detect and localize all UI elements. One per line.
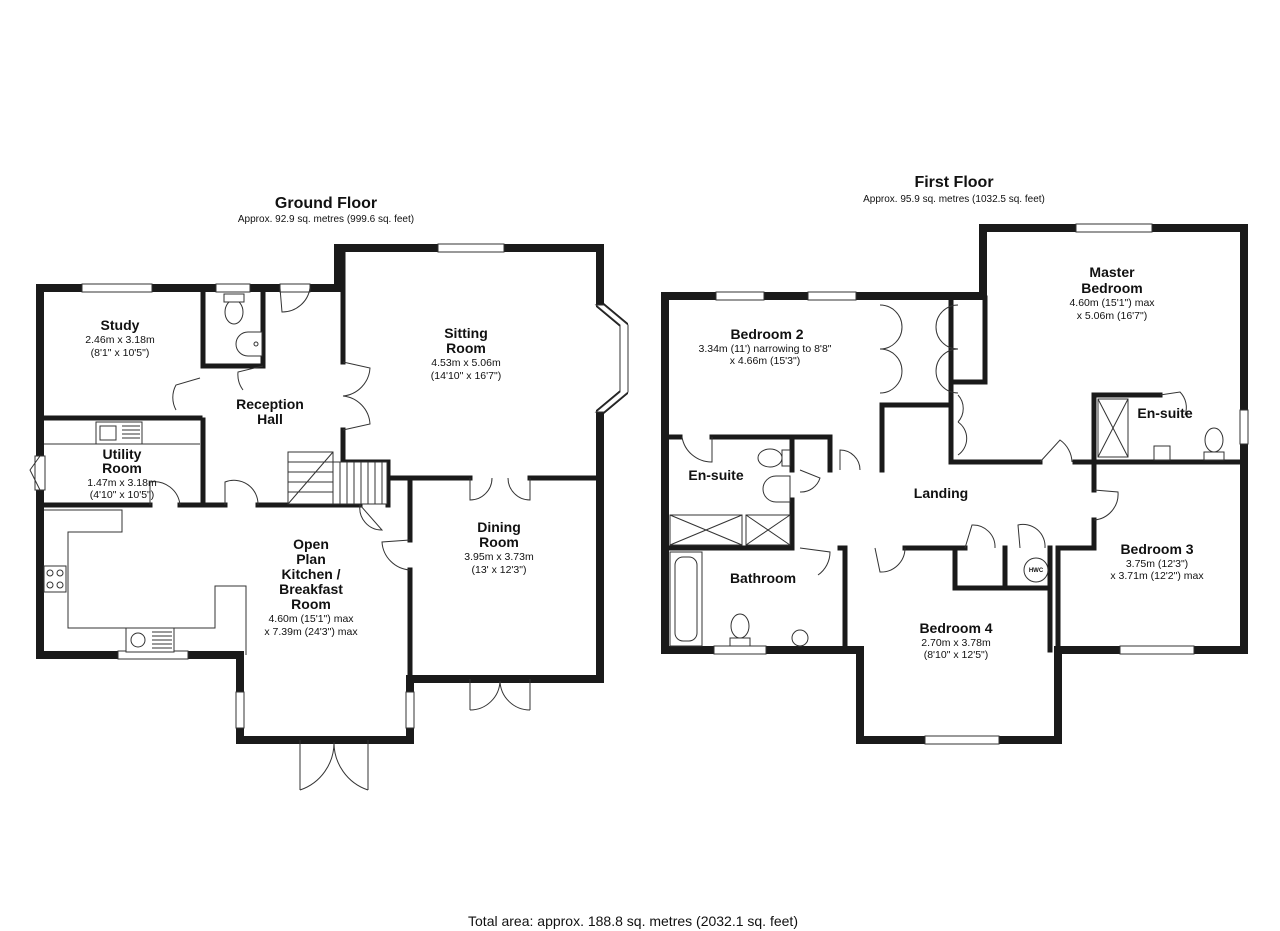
- room-dims: 1.47m x 3.18m: [87, 477, 157, 489]
- room-dims: 3.34m (11') narrowing to 8'8": [698, 343, 831, 355]
- ground-floor-doors: [29, 287, 531, 791]
- room-name: Room: [291, 596, 331, 612]
- room-reception-hall: Reception Hall: [236, 396, 304, 427]
- ground-floor-stairs: [287, 451, 388, 505]
- room-utility-room: Utility Room 1.47m x 3.18m (4'10" x 10'5…: [87, 446, 157, 501]
- room-dims: x 5.06m (16'7"): [1077, 310, 1148, 322]
- room-name: Sitting: [444, 325, 488, 341]
- room-name: Master: [1089, 264, 1135, 280]
- room-dims: 2.70m x 3.78m: [921, 637, 991, 649]
- room-dims: (8'1" x 10'5"): [91, 347, 150, 359]
- room-bedroom-4: Bedroom 4 2.70m x 3.78m (8'10" x 12'5"): [919, 620, 992, 661]
- room-name: Landing: [914, 485, 968, 501]
- room-name: Bathroom: [730, 570, 796, 586]
- room-name: Room: [479, 534, 519, 550]
- room-name: Plan: [296, 551, 326, 567]
- room-dims: 4.53m x 5.06m: [431, 357, 501, 369]
- room-name: Bedroom 2: [730, 326, 803, 342]
- ground-floor-area: Approx. 92.9 sq. metres (999.6 sq. feet): [238, 214, 414, 225]
- room-name: Bedroom 3: [1120, 541, 1193, 557]
- room-name: Room: [446, 340, 486, 356]
- room-dims: x 3.71m (12'2") max: [1110, 570, 1204, 582]
- room-name: Bedroom 4: [919, 620, 992, 636]
- first-floor-area: Approx. 95.9 sq. metres (1032.5 sq. feet…: [863, 194, 1045, 205]
- room-dims: x 7.39m (24'3") max: [264, 626, 358, 638]
- room-dims: 3.75m (12'3"): [1126, 558, 1188, 570]
- room-ensuite-master: En-suite: [1137, 405, 1192, 421]
- room-landing: Landing: [914, 485, 968, 501]
- room-master-bedroom: Master Bedroom 4.60m (15'1") max x 5.06m…: [1069, 264, 1155, 322]
- room-name: Dining: [477, 519, 521, 535]
- room-bathroom: Bathroom: [730, 570, 796, 586]
- room-dims: (14'10" x 16'7"): [431, 370, 501, 382]
- ensuite-side-window: [1239, 409, 1249, 445]
- room-dims: 4.60m (15'1") max: [1069, 297, 1155, 309]
- room-name: Breakfast: [279, 581, 343, 597]
- room-name: Open: [293, 536, 329, 552]
- room-ensuite-bed2: En-suite: [688, 467, 743, 483]
- room-name: Room: [102, 460, 142, 476]
- room-dining-room: Dining Room 3.95m x 3.73m (13' x 12'3"): [464, 519, 534, 576]
- room-name: Bedroom: [1081, 280, 1142, 296]
- room-name: En-suite: [1137, 405, 1192, 421]
- room-kitchen: Open Plan Kitchen / Breakfast Room 4.60m…: [264, 536, 358, 638]
- ground-floor-plan: Ground Floor Approx. 92.9 sq. metres (99…: [29, 195, 629, 791]
- room-dims: 3.95m x 3.73m: [464, 551, 534, 563]
- first-floor-plan: First Floor Approx. 95.9 sq. metres (103…: [661, 174, 1249, 745]
- first-floor-title: First Floor: [914, 174, 993, 191]
- first-floor-windows: [713, 223, 1195, 745]
- room-dims: (13' x 12'3"): [471, 564, 526, 576]
- room-dims: x 4.66m (15'3"): [730, 355, 801, 367]
- room-name: Reception: [236, 396, 304, 412]
- room-name: Study: [101, 317, 140, 333]
- room-sitting-room: Sitting Room 4.53m x 5.06m (14'10" x 16'…: [431, 325, 501, 382]
- ground-floor-title: Ground Floor: [275, 195, 377, 212]
- first-floor-fixtures: HWC: [669, 398, 1225, 647]
- room-dims: (8'10" x 12'5"): [924, 649, 989, 661]
- room-dims: (4'10" x 10'5"): [90, 489, 155, 501]
- hwc-label: HWC: [1029, 568, 1044, 574]
- room-bedroom-3: Bedroom 3 3.75m (12'3") x 3.71m (12'2") …: [1110, 541, 1204, 582]
- room-study: Study 2.46m x 3.18m (8'1" x 10'5"): [85, 317, 155, 359]
- room-bedroom-2: Bedroom 2 3.34m (11') narrowing to 8'8" …: [698, 326, 831, 367]
- first-floor-doors: [681, 304, 1187, 576]
- room-name: Utility: [103, 446, 142, 462]
- room-name: Hall: [257, 411, 283, 427]
- total-area: Total area: approx. 188.8 sq. metres (20…: [468, 913, 798, 929]
- ground-floor-fixtures: [43, 293, 263, 655]
- room-name: En-suite: [688, 467, 743, 483]
- first-floor-interior-walls: [664, 295, 1245, 653]
- room-dims: 4.60m (15'1") max: [268, 613, 354, 625]
- room-dims: 2.46m x 3.18m: [85, 334, 155, 346]
- room-name: Kitchen /: [281, 566, 340, 582]
